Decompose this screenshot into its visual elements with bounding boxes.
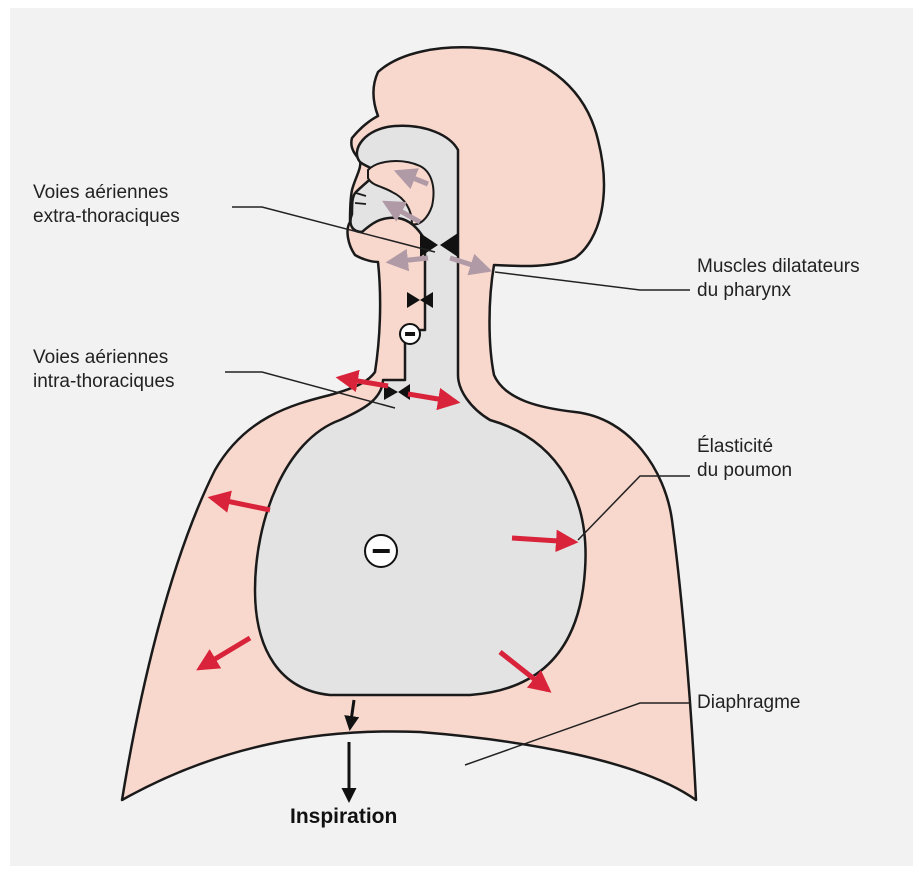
label-elasticity: Élasticité du poumon bbox=[697, 435, 792, 483]
label-diaphragm: Diaphragme bbox=[697, 691, 801, 715]
label-muscles: Muscles dilatateurs du pharynx bbox=[697, 255, 860, 303]
negative-pressure-icon bbox=[399, 323, 421, 345]
label-extra-thoracic: Voies aériennes extra-thoraciques bbox=[33, 181, 180, 229]
label-inspiration: Inspiration bbox=[290, 805, 397, 829]
negative-pressure-icon bbox=[364, 534, 398, 568]
label-intra-thoracic: Voies aériennes intra-thoraciques bbox=[33, 346, 175, 394]
